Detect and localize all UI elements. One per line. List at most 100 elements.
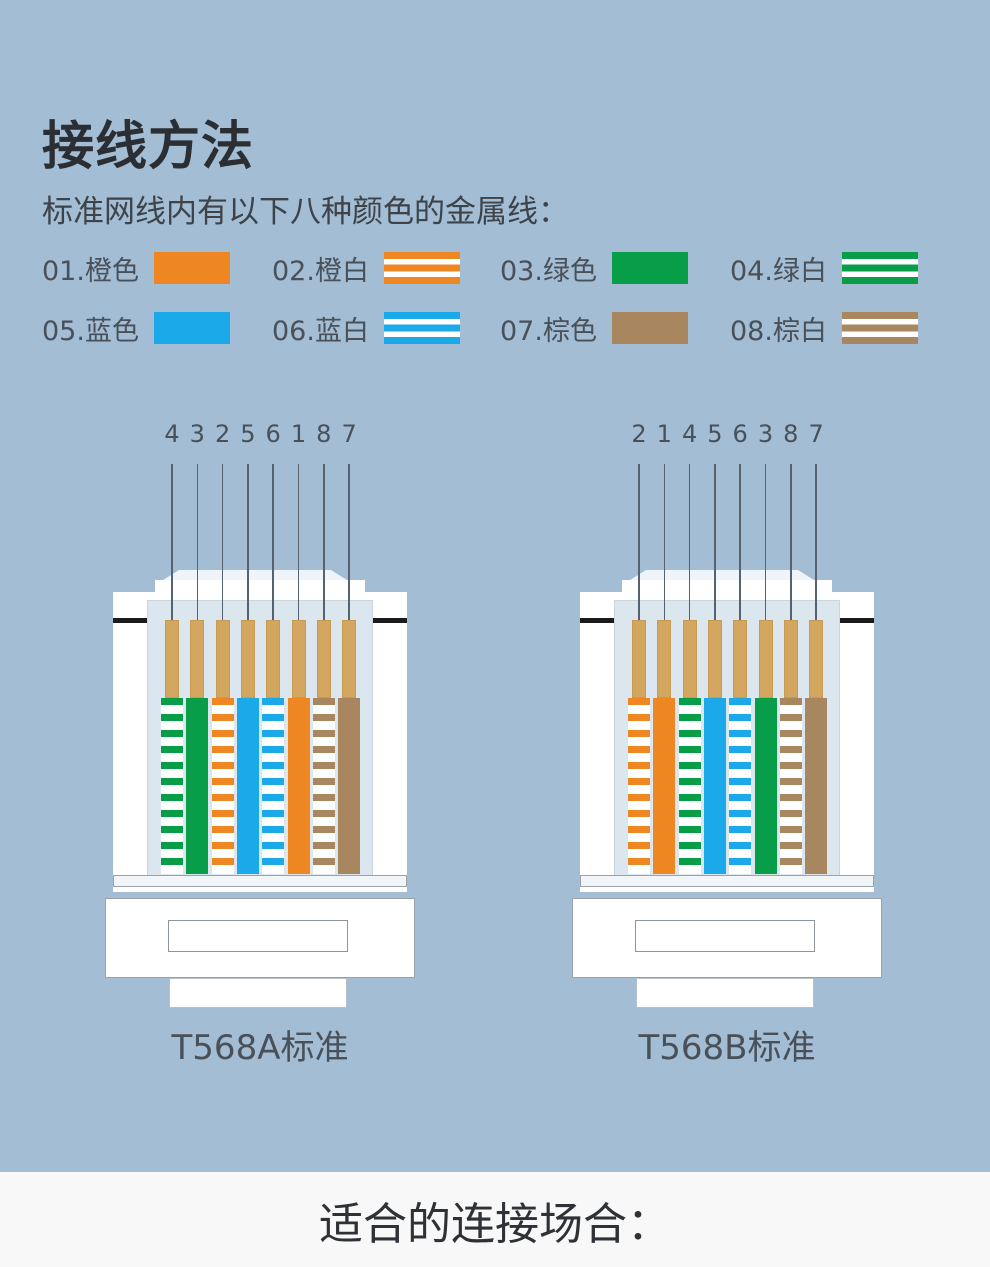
gold-contact xyxy=(733,620,748,698)
wire-orange xyxy=(653,698,676,874)
legend-item: 06.蓝白 xyxy=(272,308,460,348)
legend-item: 08.棕白 xyxy=(730,308,918,348)
color-swatch xyxy=(384,252,460,284)
standard-label: T568A标准 xyxy=(171,1028,349,1068)
pin-lead-line xyxy=(688,464,691,620)
latch-bar-right xyxy=(373,618,407,623)
connector-inner-window xyxy=(614,600,840,880)
color-swatch xyxy=(154,252,230,284)
pin-lead-line xyxy=(764,464,767,620)
gold-contact xyxy=(783,620,798,698)
pin-number: 3 xyxy=(189,420,205,448)
pin-lead-line xyxy=(714,464,716,620)
pin-lead-line xyxy=(638,464,640,620)
wire-blue-white xyxy=(262,698,285,874)
legend-label: 02.橙白 xyxy=(272,255,369,287)
connector-slot xyxy=(168,920,348,952)
pin-number: 6 xyxy=(265,420,281,448)
pin-lead-line xyxy=(739,464,741,620)
gold-contact xyxy=(632,620,646,698)
gold-contact xyxy=(682,620,697,698)
color-swatch xyxy=(842,312,918,344)
gold-contact xyxy=(165,620,179,698)
legend-item: 01.橙色 xyxy=(42,248,230,288)
wire-green-white xyxy=(678,698,701,874)
wire-blue xyxy=(236,698,259,874)
wire-brown-white xyxy=(312,698,335,874)
connector-inner-window xyxy=(147,600,373,880)
connector-slot xyxy=(635,920,815,952)
legend-item: 03.绿色 xyxy=(500,248,688,288)
gold-contact xyxy=(657,620,672,698)
pin-number: 1 xyxy=(290,420,307,448)
pin-number: 2 xyxy=(631,420,647,448)
gold-contact xyxy=(342,620,357,698)
standard-label: T568B标准 xyxy=(638,1028,816,1068)
legend-item: 02.橙白 xyxy=(272,248,460,288)
legend-item: 07.棕色 xyxy=(500,308,688,348)
connector-tab xyxy=(169,978,347,1008)
pin-number: 8 xyxy=(783,420,799,448)
gold-contact xyxy=(215,620,230,698)
legend-item: 05.蓝色 xyxy=(42,308,230,348)
color-swatch xyxy=(154,312,230,344)
pin-lead-line xyxy=(247,464,249,620)
pin-lead-line xyxy=(348,464,350,620)
footer-heading: 适合的连接场合： xyxy=(319,1199,671,1250)
wire-brown-white xyxy=(779,698,802,874)
legend-label: 04.绿白 xyxy=(730,255,827,287)
wire-brown xyxy=(805,698,828,874)
wire-blue xyxy=(703,698,726,874)
gold-contact xyxy=(758,620,773,698)
pin-lead-line xyxy=(297,464,300,620)
legend-label: 07.棕色 xyxy=(500,315,597,347)
wire-green xyxy=(186,698,209,874)
legend-label: 08.棕白 xyxy=(730,315,827,347)
gold-contact xyxy=(809,620,824,698)
color-swatch xyxy=(612,312,688,344)
footer-section: 适合的连接场合： xyxy=(0,1172,990,1267)
latch-bar-left xyxy=(580,618,614,623)
wire-orange-white xyxy=(628,698,650,874)
pin-lead-line xyxy=(272,464,274,620)
pin-lead-line xyxy=(196,464,199,620)
gold-contact xyxy=(266,620,281,698)
pin-number: 6 xyxy=(732,420,748,448)
crimp-line xyxy=(113,875,407,887)
pin-number: 8 xyxy=(316,420,332,448)
wire-green xyxy=(754,698,777,874)
page-title: 接线方法 xyxy=(42,117,255,177)
legend-item: 04.绿白 xyxy=(730,248,918,288)
pin-number: 7 xyxy=(808,420,824,448)
gold-contact xyxy=(190,620,205,698)
pin-lead-line xyxy=(815,464,817,620)
wire-brown xyxy=(338,698,361,874)
pin-number: 3 xyxy=(757,420,774,448)
latch-bar-left xyxy=(113,618,147,623)
connector-tab xyxy=(636,978,814,1008)
pin-lead-line xyxy=(663,464,666,620)
wire-green-white xyxy=(161,698,183,874)
pin-lead-line xyxy=(171,464,173,620)
connector-shoulder xyxy=(622,580,832,600)
gold-contact xyxy=(707,620,722,698)
page-subtitle: 标准网线内有以下八种颜色的金属线： xyxy=(42,194,569,230)
gold-contact xyxy=(291,620,306,698)
pin-number: 5 xyxy=(240,420,256,448)
gold-contact xyxy=(316,620,331,698)
crimp-line xyxy=(580,875,874,887)
pin-number: 2 xyxy=(214,420,231,448)
pin-number: 5 xyxy=(707,420,723,448)
pin-number: 7 xyxy=(341,420,357,448)
latch-bar-right xyxy=(840,618,874,623)
pin-lead-line xyxy=(221,464,224,620)
legend-label: 01.橙色 xyxy=(42,255,139,287)
pin-lead-line xyxy=(790,464,792,620)
color-swatch xyxy=(842,252,918,284)
pin-lead-line xyxy=(323,464,325,620)
pin-number: 4 xyxy=(681,420,698,448)
wire-orange xyxy=(287,698,310,874)
legend-label: 03.绿色 xyxy=(500,255,597,287)
